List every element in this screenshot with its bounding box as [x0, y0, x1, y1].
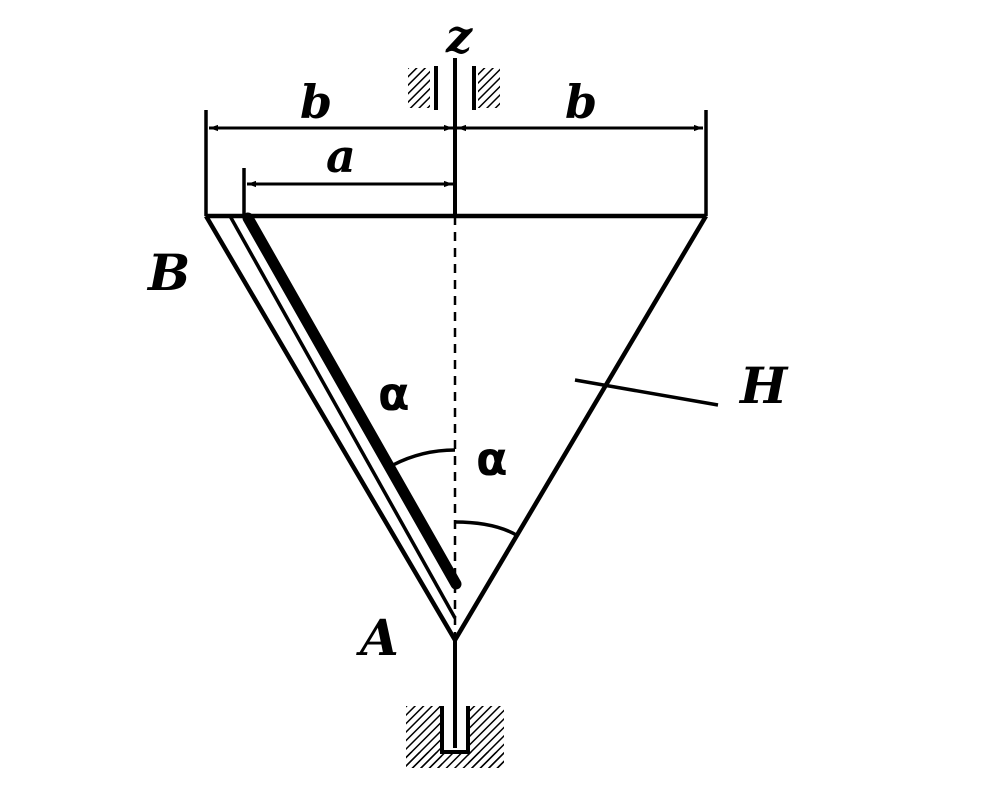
label-A: A [356, 608, 399, 667]
label-b-right: b [565, 75, 597, 129]
top-bearing [408, 66, 500, 110]
label-B: B [146, 243, 190, 302]
angle-arc-rod [392, 448, 456, 467]
label-b-left: b [300, 75, 332, 129]
cone-left-edge [204, 214, 457, 642]
leader-line-H [574, 378, 719, 407]
label-z: z [445, 9, 473, 63]
rod-AB [242, 212, 462, 590]
top-bearing-right-hatch [478, 68, 500, 108]
bottom-bearing-base-hatch [406, 752, 504, 768]
dimension-lines [204, 110, 708, 216]
top-bearing-left-hatch [408, 68, 430, 108]
label-H: H [738, 356, 789, 415]
label-alpha-axis: α [476, 432, 508, 486]
cone-right-edge [453, 214, 708, 642]
cone-inner-left-edge [228, 215, 457, 619]
bottom-bearing [406, 706, 504, 768]
label-alpha-rod: α [378, 367, 410, 421]
bottom-bearing-socket [440, 706, 470, 754]
angle-arc-cone [454, 520, 519, 538]
label-a: a [326, 129, 356, 183]
